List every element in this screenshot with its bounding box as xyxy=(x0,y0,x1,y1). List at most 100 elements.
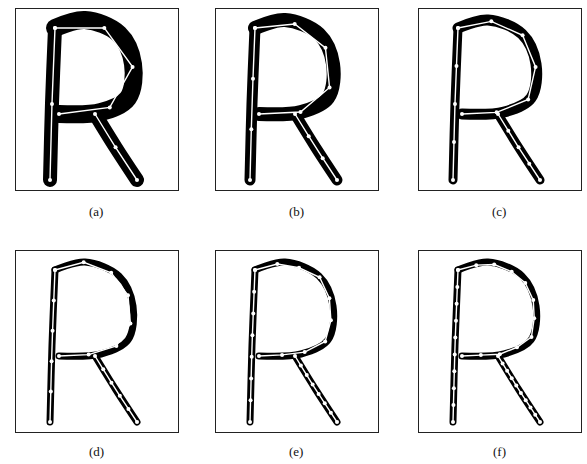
letter-panel xyxy=(419,251,582,433)
skeleton-node xyxy=(109,381,113,385)
letter-stroke xyxy=(255,20,334,114)
skeleton-node xyxy=(451,403,455,407)
skeleton-node xyxy=(299,110,303,114)
letter-stroke xyxy=(453,270,458,422)
skeleton-node xyxy=(452,140,456,144)
skeleton-node xyxy=(335,178,339,182)
skeleton-node xyxy=(93,354,97,358)
letter-stroke xyxy=(498,114,540,180)
skeleton-node xyxy=(102,26,106,30)
letter-stroke xyxy=(295,114,337,180)
letter-panel xyxy=(216,9,379,191)
panel-frame xyxy=(16,251,179,433)
letter-stroke xyxy=(458,20,537,114)
skeleton-line xyxy=(250,28,255,180)
letter-stroke xyxy=(95,114,137,180)
skeleton-line xyxy=(453,28,458,180)
skeleton-node xyxy=(454,319,458,323)
skeleton-line xyxy=(295,356,337,422)
skeleton-node xyxy=(51,329,55,333)
skeleton-node xyxy=(114,344,118,348)
skeleton-node xyxy=(501,361,505,365)
skeleton-line xyxy=(295,114,337,180)
skeleton-node xyxy=(275,262,279,266)
skeleton-node xyxy=(451,178,455,182)
letter-panel xyxy=(216,251,379,433)
skeleton-node xyxy=(456,268,460,272)
panel-label: (a) xyxy=(89,204,103,220)
letter-stroke xyxy=(55,20,134,114)
skeleton-node xyxy=(135,178,139,182)
skeleton-node xyxy=(82,260,86,264)
skeleton-node xyxy=(109,271,113,275)
letter-stroke xyxy=(55,262,134,356)
skeleton-node xyxy=(534,65,538,69)
skeleton-node xyxy=(529,335,533,339)
skeleton-line xyxy=(50,28,55,180)
letter-stroke xyxy=(50,270,55,422)
skeleton-node xyxy=(293,112,297,116)
skeleton-node xyxy=(538,178,542,182)
skeleton-node xyxy=(496,354,500,358)
skeleton-node xyxy=(253,268,257,272)
skeleton-node xyxy=(307,134,311,138)
skeleton-line xyxy=(55,262,130,356)
skeleton-node xyxy=(531,298,535,302)
skeleton-node xyxy=(108,105,112,109)
skeleton-line xyxy=(458,265,534,356)
skeleton-node xyxy=(128,322,132,326)
skeleton-node xyxy=(305,373,309,377)
skeleton-node xyxy=(323,46,327,50)
skeleton-node xyxy=(53,26,57,30)
skeleton-node xyxy=(114,145,118,149)
skeleton-node xyxy=(323,339,327,343)
skeleton-node xyxy=(249,398,253,402)
skeleton-node xyxy=(49,390,53,394)
skeleton-node xyxy=(521,33,525,37)
skeleton-node xyxy=(293,22,297,26)
skeleton-node xyxy=(506,129,510,133)
panel-label: (b) xyxy=(289,204,304,220)
letter-stroke xyxy=(498,356,540,422)
skeleton-line xyxy=(95,114,137,180)
skeleton-node xyxy=(249,377,253,381)
letter-stroke xyxy=(95,356,137,422)
skeleton-line xyxy=(255,24,330,114)
skeleton-node xyxy=(526,97,530,101)
skeleton-node xyxy=(53,268,57,272)
skeleton-node xyxy=(101,367,105,371)
skeleton-line xyxy=(498,114,540,180)
panel-frame xyxy=(16,9,179,191)
skeleton-node xyxy=(321,156,325,160)
skeleton-node xyxy=(453,336,457,340)
skeleton-line xyxy=(458,21,536,114)
skeleton-node xyxy=(48,420,52,424)
skeleton-node xyxy=(514,384,518,388)
skeleton-node xyxy=(253,26,257,30)
skeleton-node xyxy=(53,26,57,30)
skeleton-node xyxy=(454,64,458,68)
panel-frame xyxy=(216,251,379,433)
skeleton-node xyxy=(496,112,500,116)
skeleton-node xyxy=(456,268,460,272)
skeleton-node xyxy=(453,352,457,356)
panel-frame xyxy=(419,9,582,191)
skeleton-node xyxy=(538,420,542,424)
skeleton-node xyxy=(456,26,460,30)
letter-stroke xyxy=(250,28,255,180)
skeleton-node xyxy=(126,407,130,411)
skeleton-node xyxy=(297,266,301,270)
skeleton-node xyxy=(48,178,52,182)
skeleton-node xyxy=(118,394,122,398)
skeleton-node xyxy=(50,102,54,106)
skeleton-node xyxy=(453,102,457,106)
skeleton-line xyxy=(50,270,55,422)
skeleton-node xyxy=(527,162,531,166)
skeleton-node xyxy=(299,364,303,368)
letter-stroke xyxy=(255,262,334,356)
skeleton-node xyxy=(57,354,61,358)
skeleton-line xyxy=(255,264,331,356)
skeleton-node xyxy=(57,112,61,116)
skeleton-node xyxy=(456,26,460,30)
skeleton-node xyxy=(452,386,456,390)
